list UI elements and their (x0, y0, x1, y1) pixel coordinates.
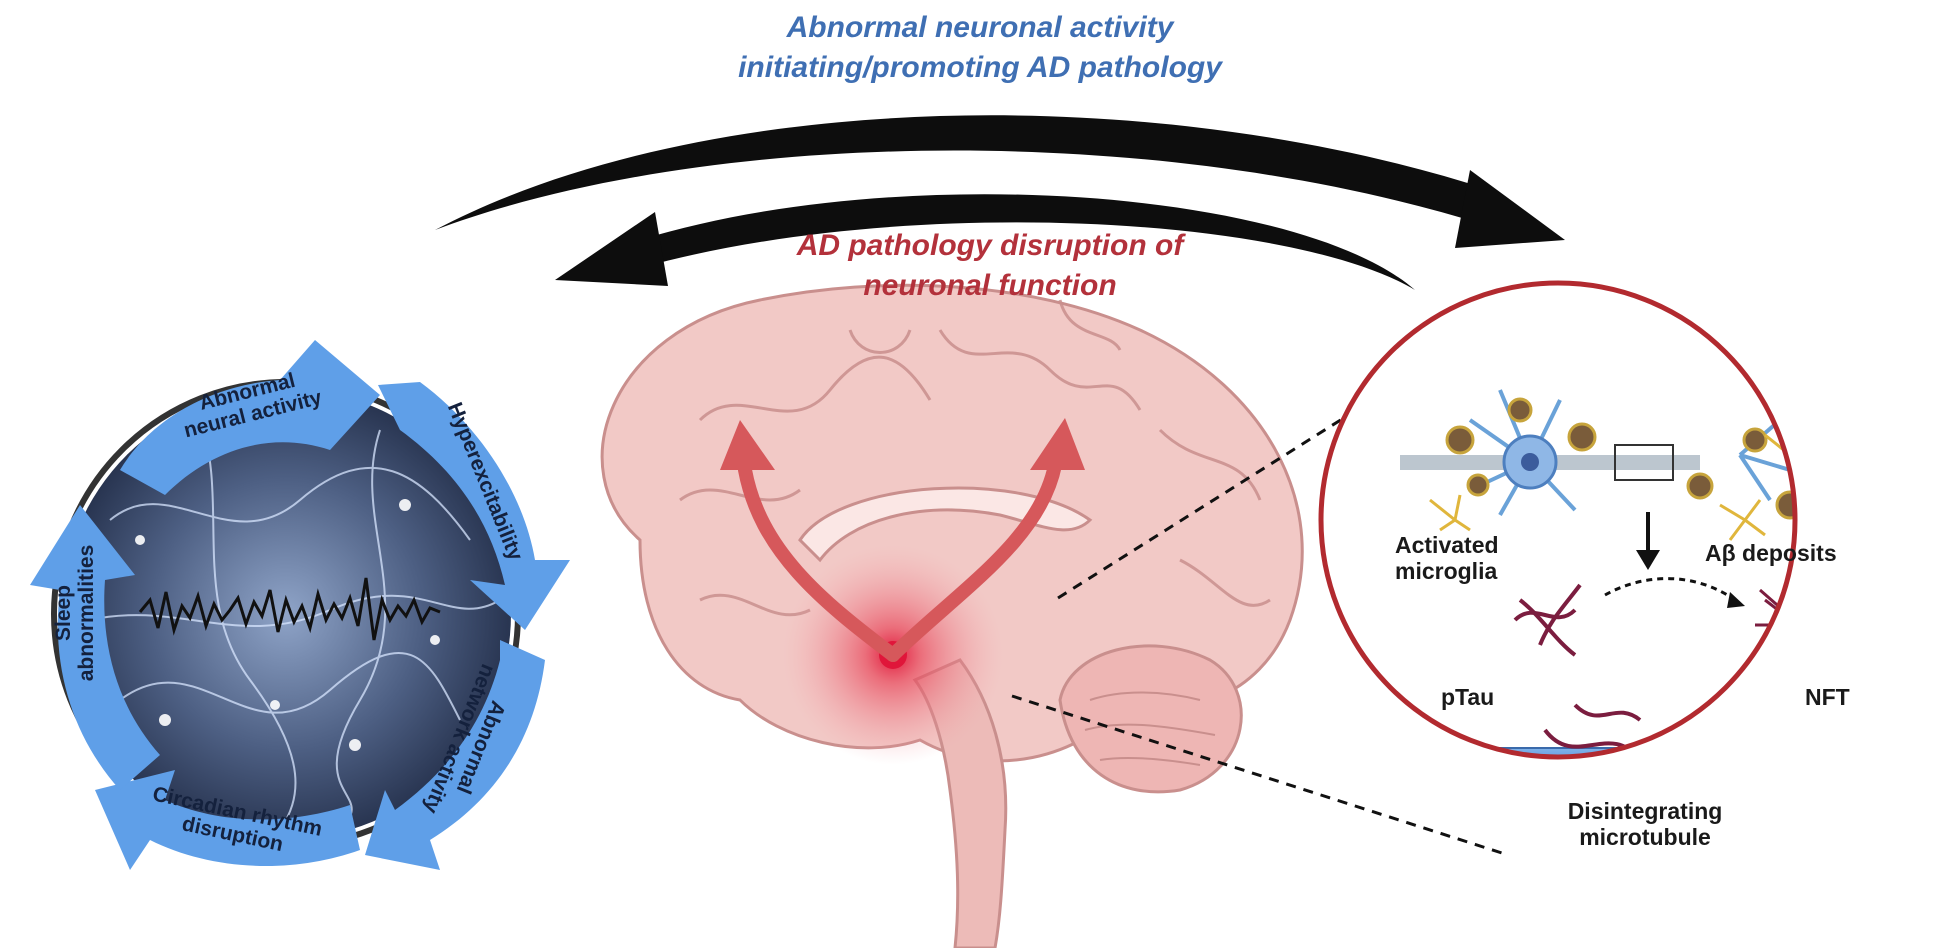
inset-label-line: microtubule (1579, 824, 1711, 850)
cycle-arrow-sleep-abnormalities (30, 505, 160, 790)
forward-arrow (435, 115, 1565, 248)
cycle-arrow-abnormal-neural-activity (120, 340, 380, 495)
cycle-label-sleep-abnormalities: Sleep abnormalities (52, 523, 98, 703)
backward-label-line1: AD pathology disruption of (796, 229, 1184, 262)
cycle-arrow-abnormal-network-activity (365, 640, 545, 870)
inset-label-line: microglia (1395, 558, 1498, 584)
backward-arrow (555, 194, 1415, 290)
cycle-arrows (30, 340, 570, 870)
inset-label-line: Disintegrating (1567, 798, 1723, 824)
neuron-icon (1468, 389, 1791, 516)
spread-arrows (738, 458, 1062, 662)
backward-label-line2: neuronal function (863, 269, 1117, 302)
cycle-label-line: Sleep (52, 584, 75, 642)
brain-sagittal (600, 283, 1304, 948)
ptau-label: pTau (1441, 684, 1495, 710)
nft-label: NFT (1805, 684, 1850, 710)
forward-label-line2: initiating/promoting AD pathology (738, 51, 1222, 84)
cycle-arrow-hyperexcitability (378, 382, 570, 630)
cycle-arrow-circadian-rhythm-disruption (95, 770, 360, 870)
abeta-deposits-label: Aβ deposits (1705, 540, 1837, 566)
cycle-label-line: abnormalities (75, 544, 98, 682)
activated-microglia-label: Activated microglia (1395, 532, 1515, 584)
amyloid-plaque-icons (1445, 397, 1795, 520)
forward-label-line1: Abnormal neuronal activity (786, 11, 1174, 44)
inset-border (1318, 280, 1798, 760)
forward-arrow-label: Abnormal neuronal activity initiating/pr… (600, 8, 1360, 88)
backward-arrow-label: AD pathology disruption of neuronal func… (700, 226, 1280, 306)
eeg-trace (138, 577, 441, 641)
disintegrating-microtubule-label: Disintegrating microtubule (1545, 798, 1745, 850)
inset-label-line: Activated (1395, 532, 1499, 558)
ptau-icon (1513, 583, 1582, 657)
pathology-inset (1318, 280, 1798, 760)
